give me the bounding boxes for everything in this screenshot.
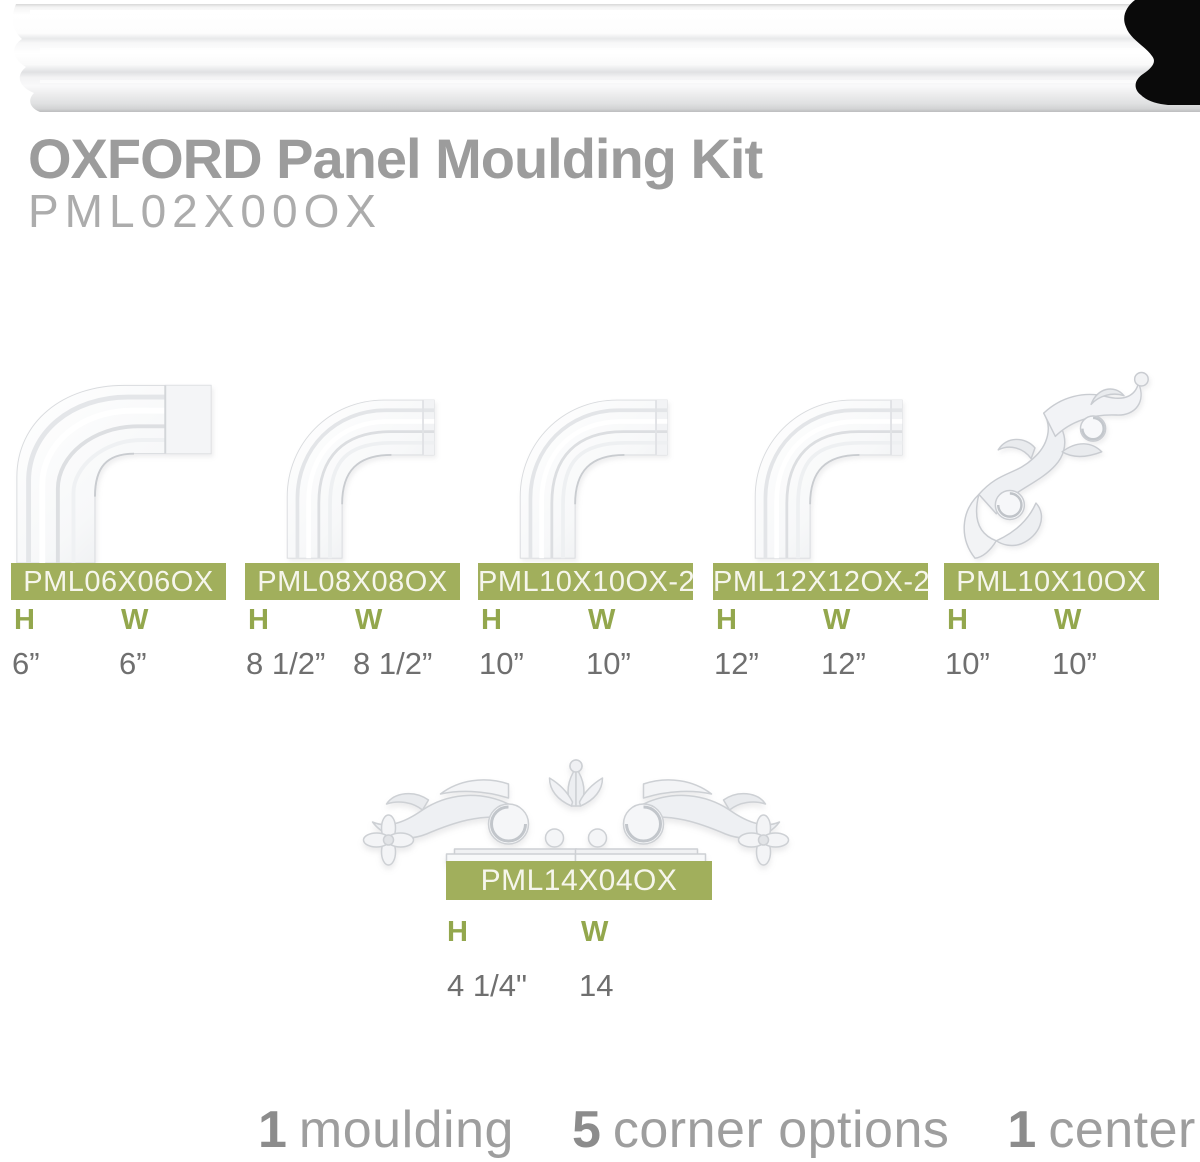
summary-count: 5 — [571, 1101, 601, 1159]
height-value: 10” — [945, 646, 990, 681]
height-value: 8 1/2” — [246, 646, 326, 681]
height-label: H — [947, 604, 968, 636]
summary-count: 1 — [1007, 1101, 1037, 1159]
width-label: W — [1054, 604, 1082, 636]
corner-option-card: PML12X12OX-2 H W 12” 12” — [713, 356, 930, 696]
moulding-strip-photo — [12, 0, 1200, 112]
summary-item-moulding: 1 moulding — [258, 1100, 514, 1160]
product-sku: PML02X00OX — [28, 185, 383, 237]
width-label: W — [823, 604, 851, 636]
product-code-badge: PML14X04OX — [446, 861, 712, 900]
corner-moulding-photo — [519, 399, 668, 559]
height-value: 10” — [479, 646, 524, 681]
corner-moulding-photo — [286, 399, 435, 559]
height-label: H — [447, 916, 468, 948]
summary-label: corner options — [612, 1101, 950, 1159]
width-value: 10” — [586, 646, 631, 681]
product-code-badge: PML08X08OX — [245, 563, 460, 600]
height-label: H — [481, 604, 502, 636]
height-value: 4 1/4" — [447, 968, 527, 1003]
product-code-badge: PML06X06OX — [11, 563, 226, 600]
moulding-profile-cross-section — [1124, 0, 1200, 105]
corner-option-card: PML08X08OX H W 8 1/2” 8 1/2” — [245, 356, 460, 696]
corner-moulding-photo — [963, 371, 1149, 559]
summary-count: 1 — [258, 1101, 287, 1159]
width-label: W — [121, 604, 149, 636]
corner-moulding-photo — [754, 399, 903, 559]
corner-option-card: PML10X10OX H W 10” 10” — [944, 356, 1159, 696]
center-piece-card: PML14X04OX H W 4 1/4" 14 — [330, 750, 870, 1020]
product-code-badge: PML10X10OX-2 — [478, 563, 695, 600]
product-code-badge: PML12X12OX-2 — [713, 563, 930, 600]
summary-item-center: 1 center — [1007, 1100, 1195, 1160]
height-label: H — [14, 604, 35, 636]
page-title: OXFORD Panel Moulding Kit — [28, 127, 763, 190]
product-code-badge: PML10X10OX — [944, 563, 1159, 600]
summary-label: moulding — [298, 1101, 514, 1159]
height-value: 12” — [714, 646, 759, 681]
height-label: H — [716, 604, 737, 636]
kit-contents-summary: 1 moulding 5 corner options 1 center — [258, 1100, 1196, 1160]
width-label: W — [588, 604, 616, 636]
width-value: 8 1/2” — [353, 646, 433, 681]
width-value: 12” — [821, 646, 866, 681]
summary-label: center — [1048, 1101, 1196, 1159]
corner-option-card: PML06X06OX H W 6” 6” — [11, 356, 226, 696]
corner-option-card: PML10X10OX-2 H W 10” 10” — [478, 356, 695, 696]
width-label: W — [355, 604, 383, 636]
height-label: H — [248, 604, 269, 636]
summary-item-corner-options: 5 corner options — [572, 1100, 949, 1160]
corner-moulding-photo — [16, 384, 212, 563]
width-label: W — [581, 916, 609, 948]
width-value: 14 — [579, 968, 614, 1003]
height-value: 6” — [12, 646, 40, 681]
width-value: 6” — [119, 646, 147, 681]
width-value: 10” — [1052, 646, 1097, 681]
